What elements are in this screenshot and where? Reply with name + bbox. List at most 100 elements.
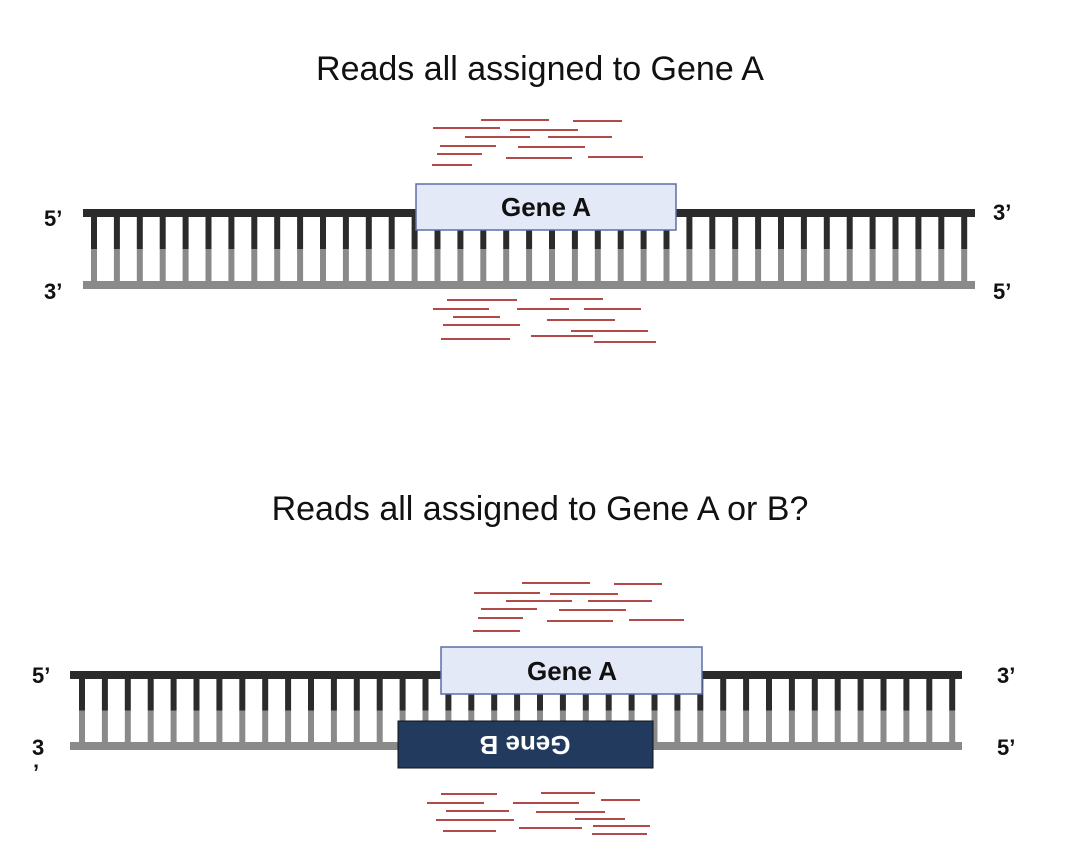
base-bottom (79, 710, 85, 743)
base-top (961, 216, 968, 249)
gene-a-label: Gene A (527, 656, 617, 686)
base-top (480, 216, 487, 249)
base-bottom (788, 710, 795, 743)
base-top (949, 678, 956, 711)
base-bottom (766, 710, 772, 743)
base-top (686, 216, 693, 249)
base-top (663, 216, 670, 249)
base-top (834, 678, 841, 711)
base-top (228, 216, 235, 249)
base-bottom (915, 249, 922, 282)
reads-below (433, 298, 656, 343)
base-bottom (823, 249, 830, 282)
gene-b-label: Gene B (479, 730, 570, 760)
base-top (411, 216, 418, 249)
base-bottom (892, 249, 899, 282)
base-bottom (720, 710, 727, 743)
base-bottom (193, 710, 200, 743)
base-bottom (239, 710, 246, 743)
base-bottom (124, 710, 131, 743)
base-bottom (926, 710, 933, 743)
base-bottom (251, 249, 258, 282)
base-top (308, 678, 314, 711)
base-bottom (342, 249, 349, 282)
base-top (766, 678, 772, 711)
base-bottom (697, 710, 704, 743)
left-bottom-end-label: 3 (32, 735, 44, 760)
base-bottom (285, 710, 292, 743)
right-top-end-label: 3’ (993, 200, 1011, 225)
base-top (262, 678, 269, 711)
base-top (297, 216, 304, 249)
base-top (571, 216, 578, 249)
base-bottom (147, 710, 154, 743)
base-top (755, 216, 762, 249)
base-top (434, 216, 441, 249)
base-top (101, 678, 108, 711)
base-bottom (136, 249, 143, 282)
base-pairs (91, 216, 968, 282)
base-bottom (457, 249, 464, 282)
base-bottom (526, 249, 533, 282)
base-bottom (549, 249, 555, 282)
base-top (170, 678, 177, 711)
base-bottom (880, 710, 887, 743)
base-top (113, 216, 120, 249)
base-bottom (320, 249, 326, 282)
base-bottom (308, 710, 314, 743)
base-top (594, 216, 601, 249)
base-bottom (743, 710, 750, 743)
base-top (640, 216, 647, 249)
base-top (353, 678, 360, 711)
base-bottom (376, 710, 383, 743)
base-top (216, 678, 223, 711)
base-bottom (411, 249, 418, 282)
base-top (457, 216, 464, 249)
base-bottom (617, 249, 624, 282)
base-top (124, 678, 131, 711)
base-bottom (353, 710, 360, 743)
base-top (342, 216, 349, 249)
base-top (399, 678, 406, 711)
base-top (205, 216, 212, 249)
base-top (846, 216, 853, 249)
base-bottom (330, 710, 337, 743)
panel-1-dna: Gene A 5’ 3’ 3’ 5’ (44, 119, 1011, 343)
base-bottom (869, 249, 876, 282)
base-bottom (503, 249, 510, 282)
base-top (239, 678, 246, 711)
base-bottom (262, 710, 269, 743)
base-bottom (640, 249, 647, 282)
base-bottom (434, 249, 441, 282)
base-top (365, 216, 372, 249)
base-bottom (846, 249, 853, 282)
base-top (732, 216, 739, 249)
base-bottom (571, 249, 578, 282)
base-bottom (674, 710, 681, 743)
base-top (549, 216, 555, 249)
base-bottom (91, 249, 97, 282)
panel-2-title: Reads all assigned to Gene A or B? (271, 490, 809, 528)
base-top (388, 216, 395, 249)
base-bottom (205, 249, 212, 282)
base-top (709, 216, 716, 249)
left-bottom-end-label: 3’ (44, 279, 62, 304)
base-top (79, 678, 85, 711)
base-bottom (159, 249, 166, 282)
base-top (193, 678, 200, 711)
base-bottom (297, 249, 304, 282)
left-top-end-label: 5’ (44, 206, 62, 231)
base-top (892, 216, 899, 249)
base-top (926, 678, 933, 711)
gene-a-label: Gene A (501, 192, 591, 222)
base-bottom (732, 249, 739, 282)
reads-above (432, 119, 643, 166)
base-bottom (651, 710, 658, 743)
base-bottom (961, 249, 968, 282)
base-top (857, 678, 864, 711)
base-top (526, 216, 533, 249)
base-top (938, 216, 945, 249)
base-bottom (388, 249, 395, 282)
base-bottom (663, 249, 670, 282)
